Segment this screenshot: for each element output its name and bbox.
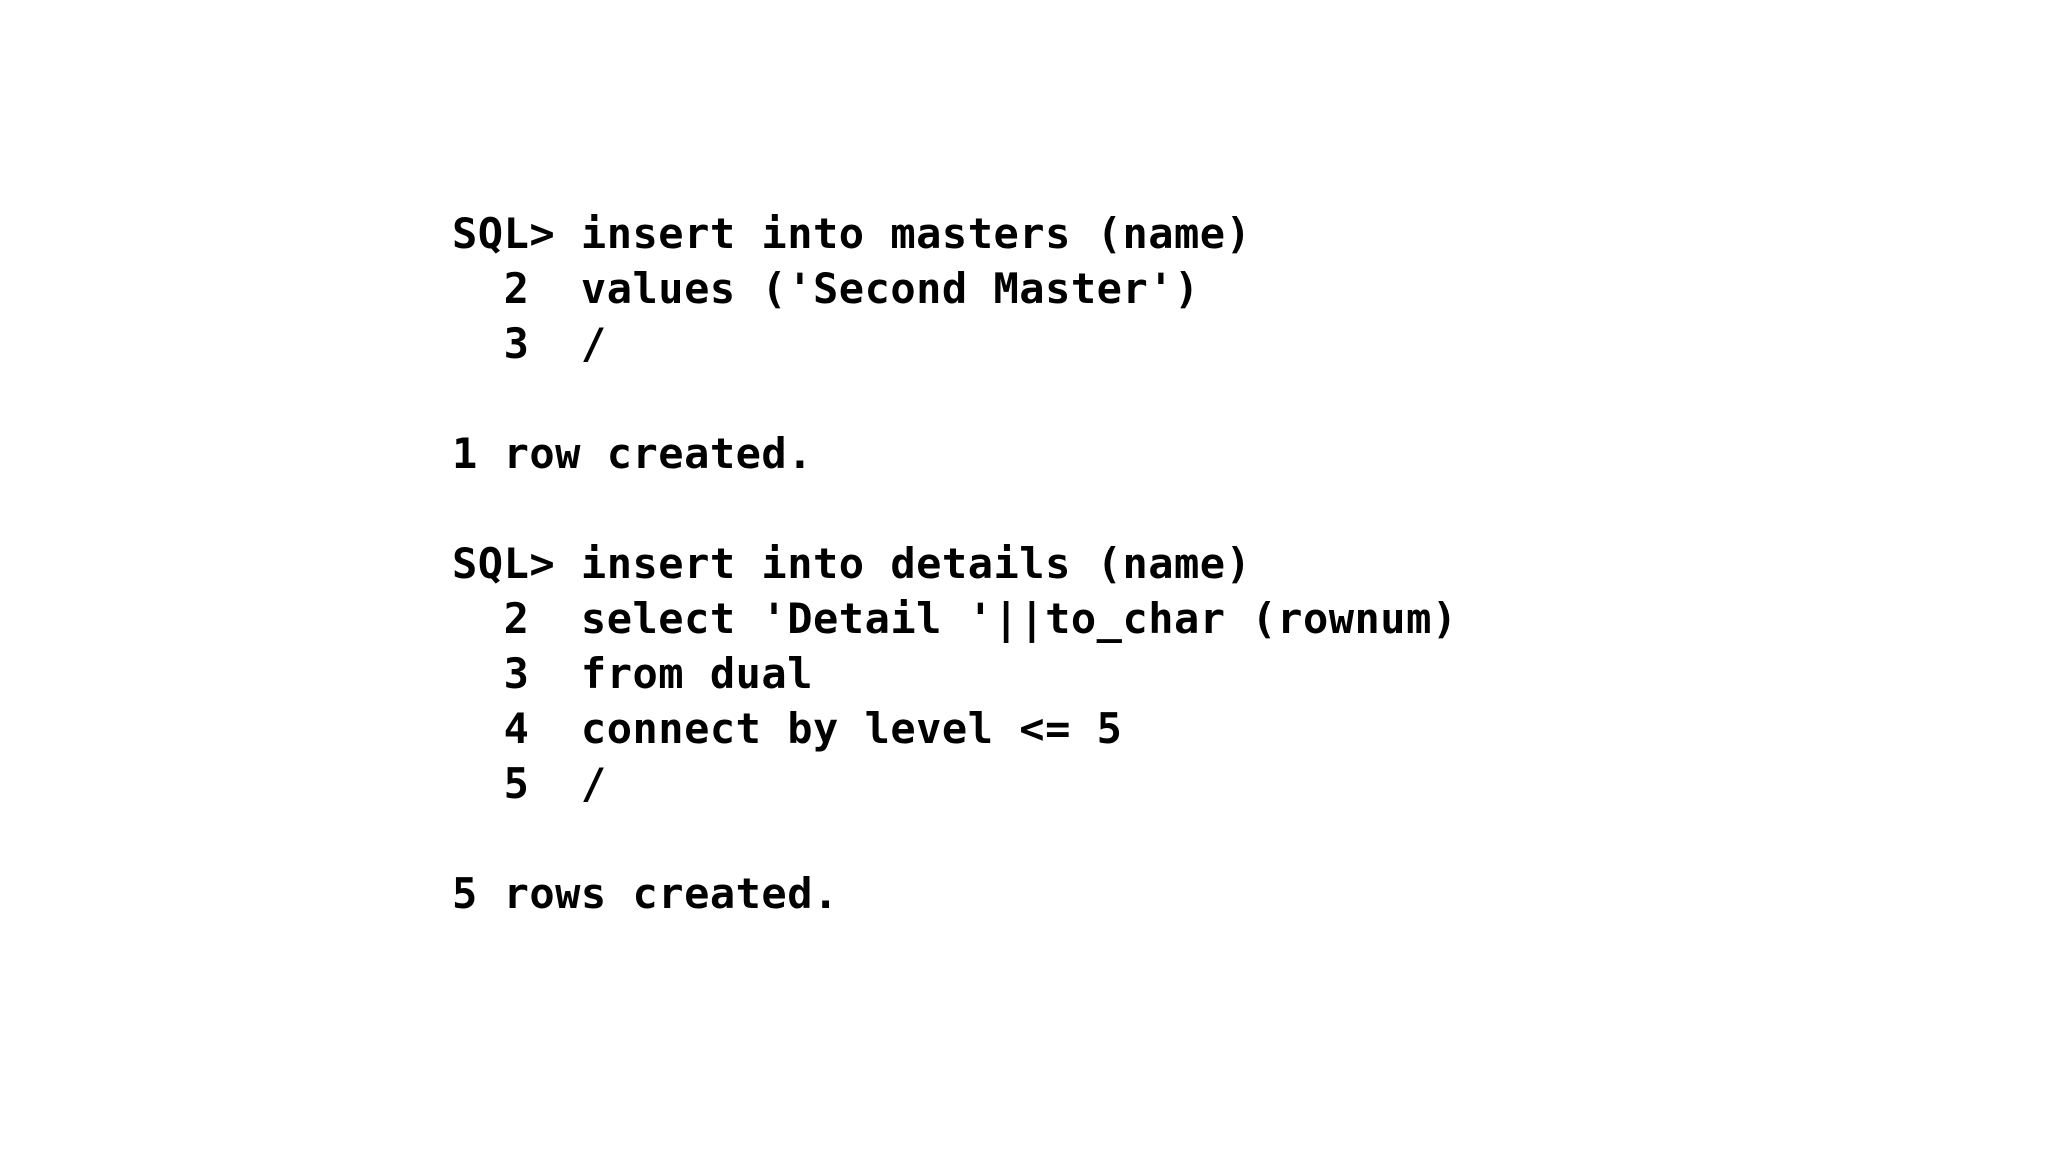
- terminal-line: 2 select 'Detail '||to_char (rownum): [452, 594, 1458, 643]
- terminal-transcript: SQL> insert into masters (name) 2 values…: [452, 206, 1652, 921]
- terminal-blank-line: [452, 811, 1652, 866]
- terminal-line: 2 values ('Second Master'): [452, 264, 1200, 313]
- terminal-line: 5 /: [452, 759, 607, 808]
- terminal-line: 1 row created.: [452, 429, 814, 478]
- terminal-line: 3 /: [452, 319, 607, 368]
- terminal-blank-line: [452, 371, 1652, 426]
- terminal-blank-line: [452, 481, 1652, 536]
- terminal-line: 3 from dual: [452, 649, 814, 698]
- terminal-line: SQL> insert into masters (name): [452, 209, 1252, 258]
- terminal-line: 4 connect by level <= 5: [452, 704, 1123, 753]
- terminal-line: 5 rows created.: [452, 869, 839, 918]
- terminal-line: SQL> insert into details (name): [452, 539, 1252, 588]
